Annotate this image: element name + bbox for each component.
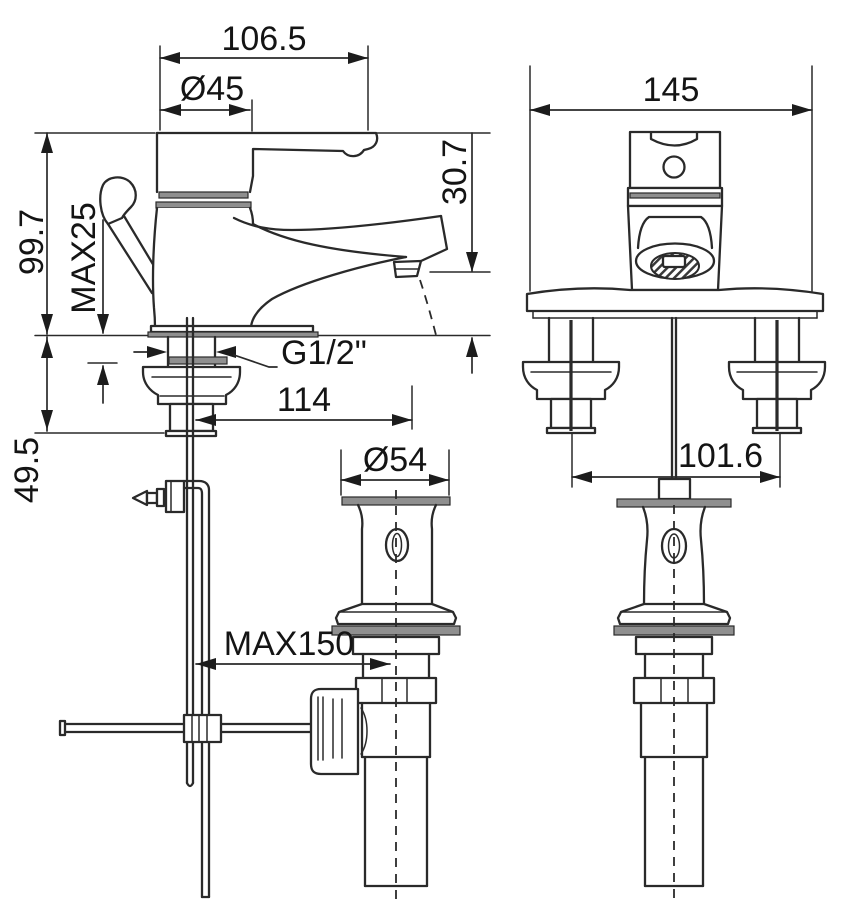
lift-rod — [185, 316, 195, 788]
collar-band-upper — [158, 191, 249, 199]
dim-label-shank-spacing: 101.6 — [678, 437, 763, 475]
dim-label-overall-projection: 106.5 — [221, 20, 306, 58]
shank-assembly-side — [141, 335, 242, 438]
dim-49-5: 49.5 — [8, 336, 165, 503]
spout-head — [419, 214, 449, 263]
dim-101-6: 101.6 — [571, 432, 781, 488]
dim-label-front-width: 145 — [643, 71, 700, 109]
dim-label-max-deck: MAX25 — [65, 202, 103, 314]
overflow-hole — [384, 527, 410, 563]
dim-label-shank-length: 49.5 — [8, 437, 46, 503]
dim-label-body-diameter: Ø45 — [180, 70, 244, 108]
collar-band-lower — [155, 201, 252, 209]
rod-linkage — [131, 479, 211, 899]
rod-clamp — [182, 713, 223, 744]
dim-106-5: 106.5 — [159, 20, 369, 131]
dimension-annotations: 106.5 Ø45 145 99.7 — [8, 20, 813, 670]
base-gasket — [147, 331, 319, 338]
dim-30-7: 30.7 — [376, 132, 491, 374]
rod-nut — [657, 477, 692, 501]
dim-114: 114 — [195, 381, 413, 430]
dim-99-7: 99.7 — [13, 132, 156, 335]
dim-label-thread: G1/2" — [281, 334, 367, 372]
body-spout-side — [151, 206, 449, 336]
dim-label-spout-reach: 114 — [277, 381, 331, 419]
dim-label-overall-height: 99.7 — [13, 209, 51, 275]
front-view — [521, 130, 827, 898]
shank-right-front — [727, 316, 827, 435]
dim-45: Ø45 — [159, 70, 253, 132]
deck-front — [525, 287, 825, 313]
dim-max25: MAX25 — [65, 202, 118, 404]
dim-max150: MAX150 — [195, 625, 391, 670]
dim-g12: G1/2" — [133, 334, 367, 372]
shank-left-front — [521, 316, 621, 435]
flange-cone — [334, 602, 458, 626]
handle-front — [626, 130, 724, 208]
drain-front — [613, 316, 735, 898]
side-view — [34, 131, 491, 901]
base-plate — [149, 324, 315, 334]
drain-side — [309, 496, 461, 888]
body-front — [626, 204, 724, 292]
dim-label-drain-diameter: Ø54 — [363, 441, 427, 479]
handle-hole — [662, 155, 686, 179]
dim-145: 145 — [529, 65, 813, 292]
dim-54: Ø54 — [340, 441, 450, 496]
dim-label-spout-height: 30.7 — [436, 139, 474, 205]
dim-label-rod-reach: MAX150 — [224, 625, 354, 663]
water-stream-dashed — [419, 279, 437, 336]
